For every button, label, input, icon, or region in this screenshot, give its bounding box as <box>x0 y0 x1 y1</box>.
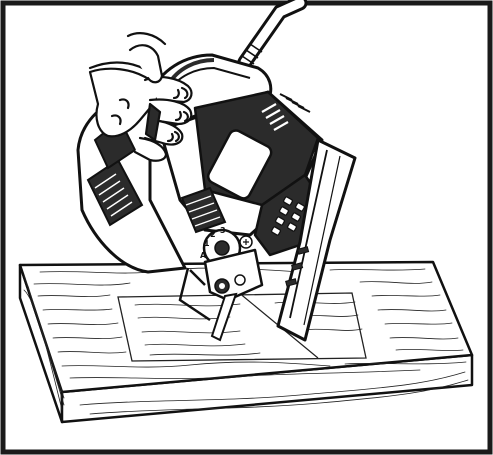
dial-digit-1: 1 <box>204 239 210 248</box>
wood-grain <box>23 267 469 415</box>
body-window <box>206 129 273 200</box>
wood-board <box>18 260 474 424</box>
thumb <box>128 44 164 84</box>
hand <box>88 32 193 162</box>
cut-outline-rectangle <box>117 292 367 362</box>
finger-pinky <box>133 136 168 162</box>
blade-guide <box>178 248 264 322</box>
dial-digit-a: A <box>200 251 207 260</box>
dial-digit-2: 2 <box>210 230 216 239</box>
top-vents <box>261 103 289 131</box>
side-vent-grille <box>180 186 227 234</box>
saw-blade <box>210 292 238 342</box>
bevel-shoe <box>276 138 357 342</box>
jigsaw: A 1 2 3 <box>76 53 357 342</box>
back-of-hand <box>88 67 159 138</box>
dial-digit-3: 3 <box>220 226 226 235</box>
